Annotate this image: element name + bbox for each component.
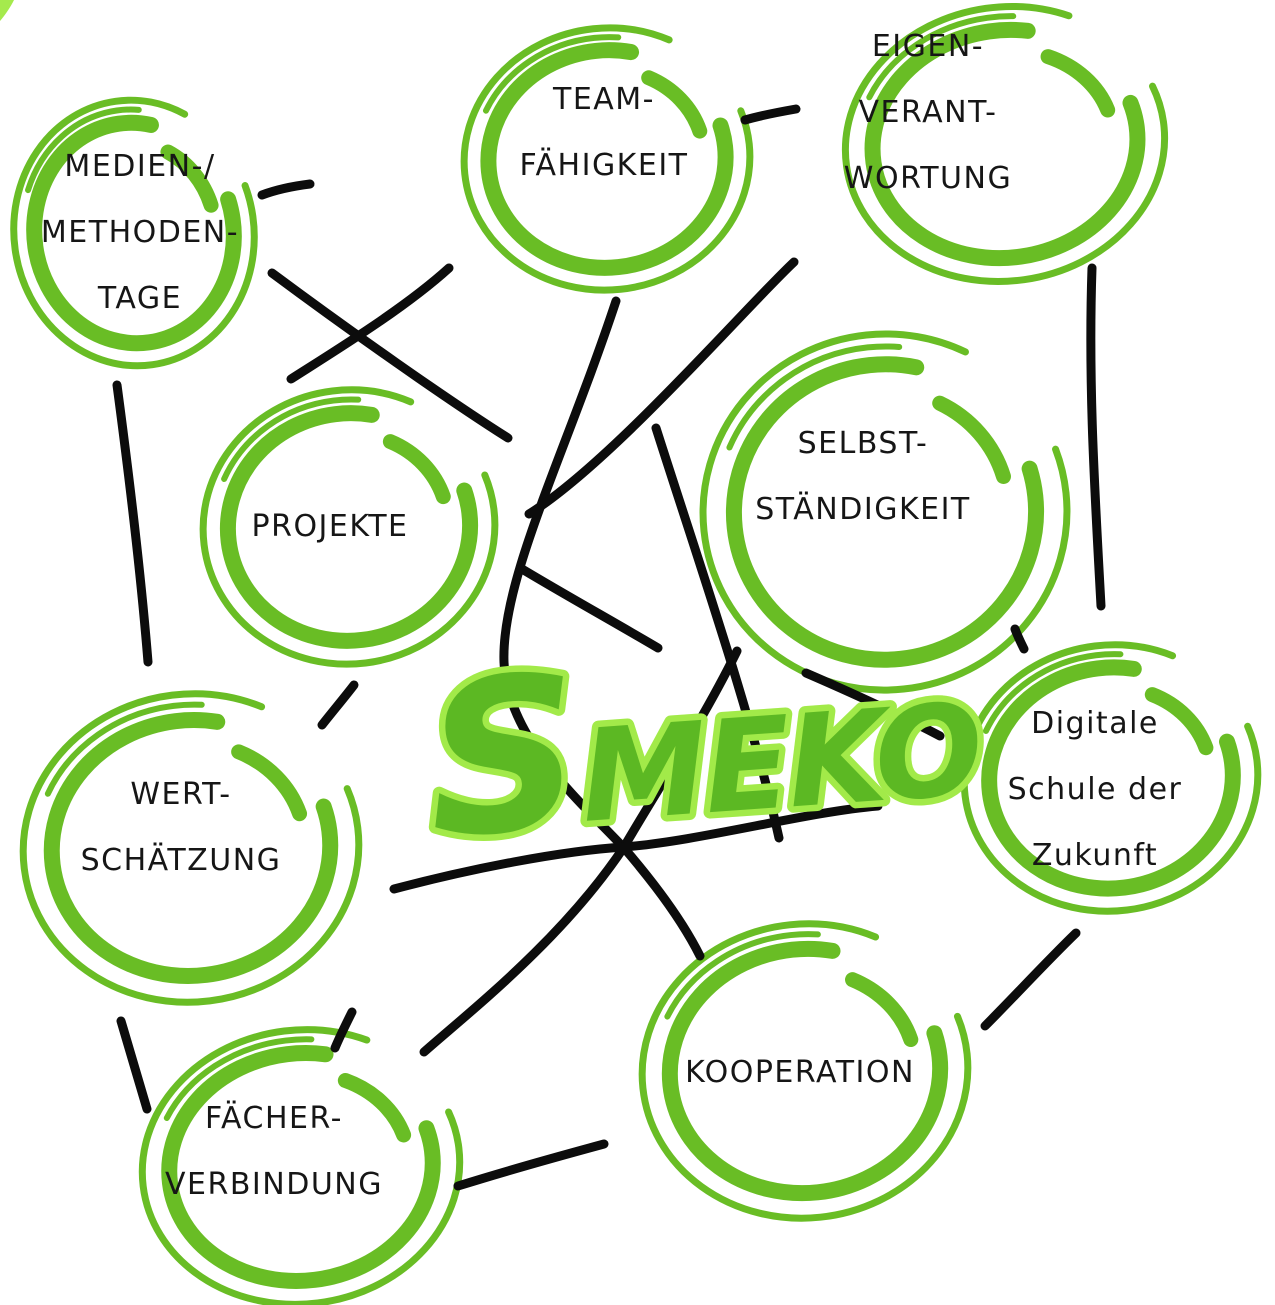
node-label-kooperation: KOOPERATION bbox=[685, 1040, 915, 1106]
ring-arc bbox=[725, 356, 1045, 668]
connector-digitale-tick bbox=[1010, 624, 1029, 654]
label-line: TEAM- bbox=[552, 82, 656, 117]
ring-arc bbox=[981, 659, 1241, 897]
node-label-projekte: PROJEKTE bbox=[252, 494, 409, 560]
node-label-eigenverantwortung: EIGEN- VERANT- WORTUNG bbox=[844, 14, 1012, 212]
ring-arc bbox=[150, 1036, 452, 1298]
connector-faecher-top-dash bbox=[330, 1007, 357, 1053]
ring-arc bbox=[712, 343, 1058, 681]
connector-cross-a bbox=[267, 268, 513, 443]
node-circle-eigenverantwortung bbox=[841, 3, 1169, 285]
label-line: Schule der bbox=[1007, 772, 1183, 807]
node-circle-medien-methoden-tage bbox=[10, 96, 258, 370]
connector-center-dash-left bbox=[517, 564, 663, 653]
node-label-faecherverbindung: FÄCHER- VERBINDUNG bbox=[165, 1086, 383, 1218]
smeko-wordmark: S MEKO bbox=[419, 600, 987, 885]
label-line: MEDIEN-/ bbox=[64, 149, 216, 184]
ring-arc bbox=[19, 106, 249, 360]
label-line: STÄNDIGKEIT bbox=[755, 492, 971, 527]
node-circle-faecherverbindung bbox=[138, 1026, 464, 1305]
ring-arc bbox=[161, 1045, 441, 1289]
smeko-rest: MEKO bbox=[576, 675, 985, 850]
label-line: VERBINDUNG bbox=[165, 1167, 383, 1202]
ring-arc bbox=[138, 1026, 464, 1305]
label-line: PROJEKTE bbox=[251, 509, 409, 544]
label-line: TAGE bbox=[97, 281, 183, 316]
connector-medien-team bbox=[257, 179, 315, 200]
ring-arc bbox=[43, 712, 339, 984]
connector-wert-center-right bbox=[389, 801, 883, 894]
ring-arc bbox=[26, 114, 242, 352]
connector-projekte-wert bbox=[317, 680, 359, 730]
label-line: WERT- bbox=[130, 777, 232, 812]
ring-arc bbox=[210, 396, 488, 658]
ring-arc bbox=[480, 42, 734, 276]
node-label-medien-methoden-tage: MEDIEN-/ METHODEN- TAGE bbox=[41, 134, 239, 332]
label-line: KOOPERATION bbox=[685, 1055, 915, 1090]
node-circle-projekte bbox=[199, 386, 499, 668]
ring-arc bbox=[661, 940, 949, 1202]
ring-arc bbox=[10, 96, 258, 370]
node-label-wertschaetzung: WERT- SCHÄTZUNG bbox=[81, 762, 282, 894]
ring-arc bbox=[19, 690, 363, 1006]
node-circle-selbststaendigkeit bbox=[699, 330, 1071, 694]
label-line: Zukunft bbox=[1031, 838, 1159, 873]
ring-arc bbox=[841, 3, 1169, 285]
connector-team-center-kooperation bbox=[499, 296, 705, 961]
node-circle-kooperation bbox=[638, 920, 972, 1222]
ring-arc bbox=[971, 651, 1251, 905]
ring-arc bbox=[864, 21, 1146, 267]
ring-arc bbox=[471, 34, 743, 284]
connector-lines bbox=[112, 104, 1106, 1191]
node-circle-teamfaehigkeit bbox=[460, 24, 754, 294]
node-label-selbststaendigkeit: SELBST- STÄNDIGKEIT bbox=[755, 411, 971, 543]
connector-eigen-center bbox=[524, 257, 799, 519]
ring-arc bbox=[638, 920, 972, 1222]
smeko-initial: S bbox=[419, 628, 586, 885]
label-line: METHODEN- bbox=[40, 215, 240, 250]
label-line: FÄHIGKEIT bbox=[519, 148, 689, 183]
corner-swoosh-decoration bbox=[0, 0, 14, 21]
label-line: EIGEN- bbox=[871, 29, 985, 64]
ring-arc bbox=[853, 13, 1157, 275]
ring-arc bbox=[960, 641, 1262, 915]
label-line: Digitale bbox=[1031, 706, 1159, 741]
connector-medien-wert-vertical bbox=[112, 380, 153, 667]
ring-arc bbox=[460, 24, 754, 294]
ring-arc bbox=[199, 386, 499, 668]
connector-eigen-digitale-vertical bbox=[1086, 263, 1106, 611]
label-line: WORTUNG bbox=[843, 161, 1013, 196]
label-line: FÄCHER- bbox=[205, 1101, 343, 1136]
ring-arc bbox=[699, 330, 1071, 694]
node-circle-digitale-schule bbox=[960, 641, 1262, 915]
ring-arc bbox=[650, 931, 960, 1211]
connector-wert-faecher-dash bbox=[116, 1016, 152, 1114]
ring-arc bbox=[31, 701, 351, 995]
node-label-digitale-schule: Digitale Schule der Zukunft bbox=[1008, 691, 1183, 889]
connector-center-digitale-dash bbox=[801, 668, 945, 741]
label-line: SCHÄTZUNG bbox=[80, 843, 282, 878]
label-line: SELBST- bbox=[797, 426, 929, 461]
connector-cross-b bbox=[286, 263, 454, 384]
node-circle-wertschaetzung bbox=[19, 690, 363, 1006]
connector-team-eigen bbox=[740, 104, 801, 125]
node-label-teamfaehigkeit: TEAM- FÄHIGKEIT bbox=[520, 67, 689, 199]
connector-selbst-down bbox=[651, 423, 784, 843]
label-line: VERANT- bbox=[858, 95, 998, 130]
connector-faecher-kooperation bbox=[453, 1139, 609, 1191]
connector-kooperation-digitale bbox=[980, 928, 1081, 1031]
ring-arc bbox=[219, 405, 479, 649]
